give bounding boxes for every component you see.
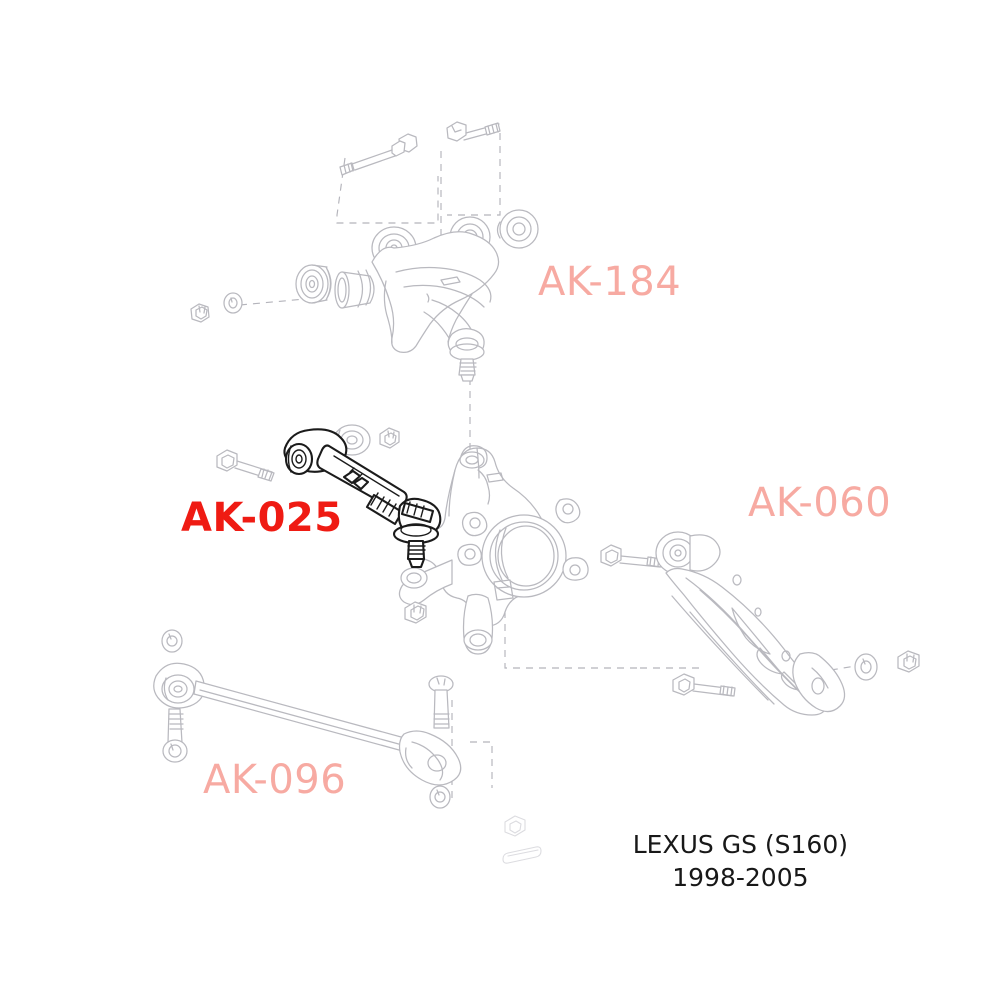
lower-control-arm-assembly [600,531,920,716]
toe-arm-threaded-section [365,492,404,526]
lower-control-arm-body [665,567,846,716]
toe-arm-nut [379,427,400,449]
upper-arm-bushing-sleeve [334,269,375,309]
steering-knuckle [398,445,589,655]
upper-control-arm-body [371,231,500,353]
lower-arm-bolt-lower [672,673,736,697]
trailing-arm-bolt-left [162,708,188,763]
toe-arm-ball-joint [392,497,442,569]
upper-arm-bolt-left [339,133,418,176]
vehicle-model-line: LEXUS GS (S160) [632,830,848,859]
trailing-arm-fork-end [398,730,462,786]
lower-arm-nut [897,650,920,673]
toe-arm-bolt [216,449,275,482]
vehicle-caption: LEXUS GS (S160) 1998-2005 [633,828,848,894]
upper-control-arm-assembly [190,121,539,382]
misc-hardware-faint [502,815,542,864]
lower-arm-bolt-upper [600,544,663,568]
upper-arm-outer-bushing [295,264,332,304]
upper-arm-washer [223,292,243,314]
trailing-arm-nut-bottom [429,785,451,809]
toe-arm-bushing-eye [283,428,348,476]
lower-arm-washer [854,653,878,681]
part-label-ak-184[interactable]: AK-184 [538,259,682,305]
trailing-arm-bushing [153,662,205,709]
knuckle-nut [404,601,427,624]
upper-arm-ball-joint [447,328,485,382]
lower-arm-bushing [655,531,721,575]
vehicle-year-line: 1998-2005 [672,863,809,892]
trailing-arm-assembly [153,629,462,809]
toe-arm-assembly-highlighted [216,424,442,569]
part-label-ak-060[interactable]: AK-060 [748,480,892,526]
upper-arm-rear-bushing-outer [496,209,539,249]
upper-arm-bolt-right [446,121,501,142]
part-label-ak-096[interactable]: AK-096 [203,757,347,803]
trailing-arm-nut-top [161,629,183,653]
part-label-ak-025[interactable]: AK-025 [181,495,343,541]
upper-arm-nut [190,303,210,323]
trailing-arm-bolt-right [428,675,454,729]
trailing-arm-rod [193,680,413,754]
cotter-pin [502,846,542,864]
faint-nut [504,815,526,837]
